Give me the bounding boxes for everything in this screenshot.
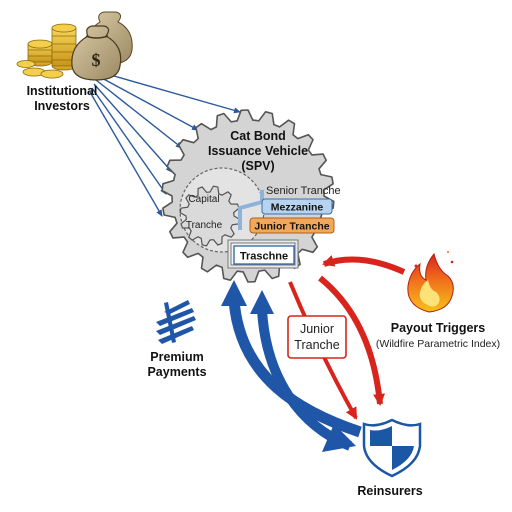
premium-payment-arrows	[221, 280, 362, 452]
senior-tranche-label: Senior Tranche	[266, 185, 341, 197]
mezzanine-box	[261, 198, 333, 215]
money-bag-symbol: $	[92, 50, 101, 70]
shield-icon	[362, 418, 422, 478]
reinsurers-label: Reinsurers	[357, 484, 422, 498]
investor-arrows	[89, 71, 241, 217]
investor-arrow-2	[97, 75, 199, 131]
traschne-label: Traschne	[240, 251, 288, 263]
coins-stack-icon	[16, 23, 77, 79]
mezzanine-label: Mezzanine	[271, 202, 324, 214]
premium-label-line1: Premium	[150, 350, 204, 364]
premium-arrow-outer	[228, 299, 362, 438]
investor-arrow-3	[95, 79, 183, 149]
investor-arrow-4	[93, 83, 173, 173]
payout-arrow-to-reinsurers	[318, 275, 386, 406]
junior-tranche-box	[287, 315, 347, 359]
payout-arrow-to-spv	[322, 255, 406, 275]
tranche-connector	[238, 190, 264, 230]
tranche-stack-icon: Mezzanine Junior Tranche Traschne	[227, 198, 335, 269]
spv-title-line3: (SPV)	[241, 159, 274, 173]
spv-title-line1: Cat Bond	[230, 129, 286, 143]
investor-arrow-6	[89, 91, 163, 217]
investor-arrow-5	[91, 87, 167, 195]
tranche-label: Tranche	[186, 220, 223, 231]
investors-label-line1: Institutional	[27, 84, 98, 98]
capital-tranche-gear	[179, 185, 241, 247]
spv-title-line2: Issuance Vehicle	[208, 144, 308, 158]
investor-arrow-1	[99, 71, 241, 114]
junior-tranche-inner-label: Junior Tranche	[254, 221, 329, 233]
fire-icon	[407, 251, 454, 313]
junior-tranche-box-line2: Tranche	[294, 338, 339, 352]
junior-tranche-box-line1: Junior	[300, 322, 334, 336]
money-bag-icon: $	[71, 11, 133, 81]
premium-payments-icon	[156, 300, 196, 344]
traschne-box	[233, 245, 295, 265]
payout-label-line2: (Wildfire Parametric Index)	[376, 338, 500, 350]
premium-label-line2: Payments	[147, 365, 206, 379]
junior-tranche-inner-box	[249, 217, 335, 234]
payout-label-line1: Payout Triggers	[391, 321, 486, 335]
investors-label-line2: Investors	[34, 99, 90, 113]
capital-label: Capital	[188, 194, 219, 205]
